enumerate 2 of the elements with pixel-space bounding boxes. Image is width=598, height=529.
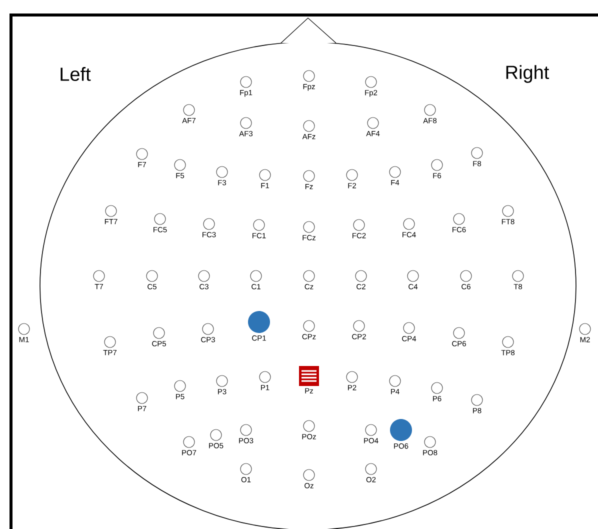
side-label: Left: [60, 67, 91, 81]
side-label: Right: [506, 65, 550, 83]
